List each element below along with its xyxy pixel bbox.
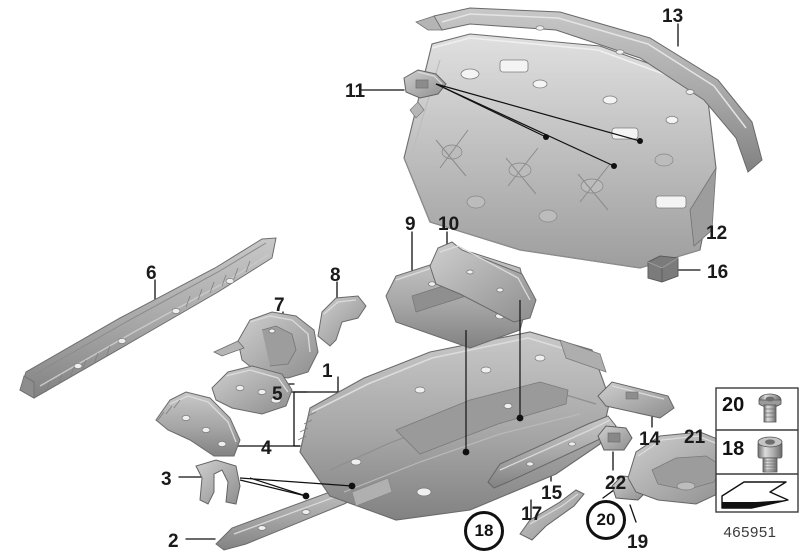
callout-8: 8 [330,265,341,286]
callout-4: 4 [261,438,272,459]
floor-leaders [239,300,521,497]
callout-5: 5 [272,384,283,405]
callout-14: 14 [639,429,661,450]
part-10-cross-member [429,241,537,323]
part-5-reinforcement-plate [211,365,293,415]
callout-19: 19 [627,532,649,553]
callout-11: 11 [345,81,366,102]
callout-12: 12 [706,223,728,244]
callout-circled-18: 18 [464,511,504,551]
part-11-bracket [403,69,447,99]
multi-leader-lines [435,83,641,167]
part-7-wheelhouse-bracket [213,311,319,379]
callout-13: 13 [662,6,684,27]
callout-3: 3 [161,469,172,490]
part-17-bracket [519,489,585,541]
part-15-side-rail [487,415,617,489]
part-22-bracket [597,425,633,451]
legend-box [715,387,799,513]
part-4-reinforcement-rail [155,391,241,457]
part-1-floor-panel-assembly [297,331,611,521]
callout-6: 6 [146,263,157,284]
callout-7: 7 [274,295,285,316]
callout-2: 2 [168,531,179,552]
callout-17: 17 [521,504,543,525]
legend-bolt-18-icon [757,436,783,473]
callout-16: 16 [707,262,729,283]
part-3-small-bracket [195,459,241,505]
part-6-side-member [19,237,277,399]
part-16-plug [647,255,679,283]
callout-15: 15 [541,483,563,504]
callout-22: 22 [605,473,627,494]
part-number: 465951 [723,524,777,541]
legend-label-20: 20 [722,394,745,416]
legend-label-18: 18 [722,438,745,460]
callout-1: 1 [322,361,333,382]
callout-circled-20: 20 [586,500,626,540]
part-14-rail [597,381,675,419]
callout-9: 9 [405,214,416,235]
part-8-wheelhouse-bracket [317,295,367,347]
callout-21: 21 [684,427,706,448]
direction-of-travel-arrow-icon [721,481,789,509]
part-12-rear-bulkhead-panel [403,33,717,269]
part-21-underbody-shield [627,431,737,505]
legend-bolt-20-icon [758,393,782,423]
callout-10: 10 [438,214,460,235]
part-13-rear-window-frame [415,7,763,173]
